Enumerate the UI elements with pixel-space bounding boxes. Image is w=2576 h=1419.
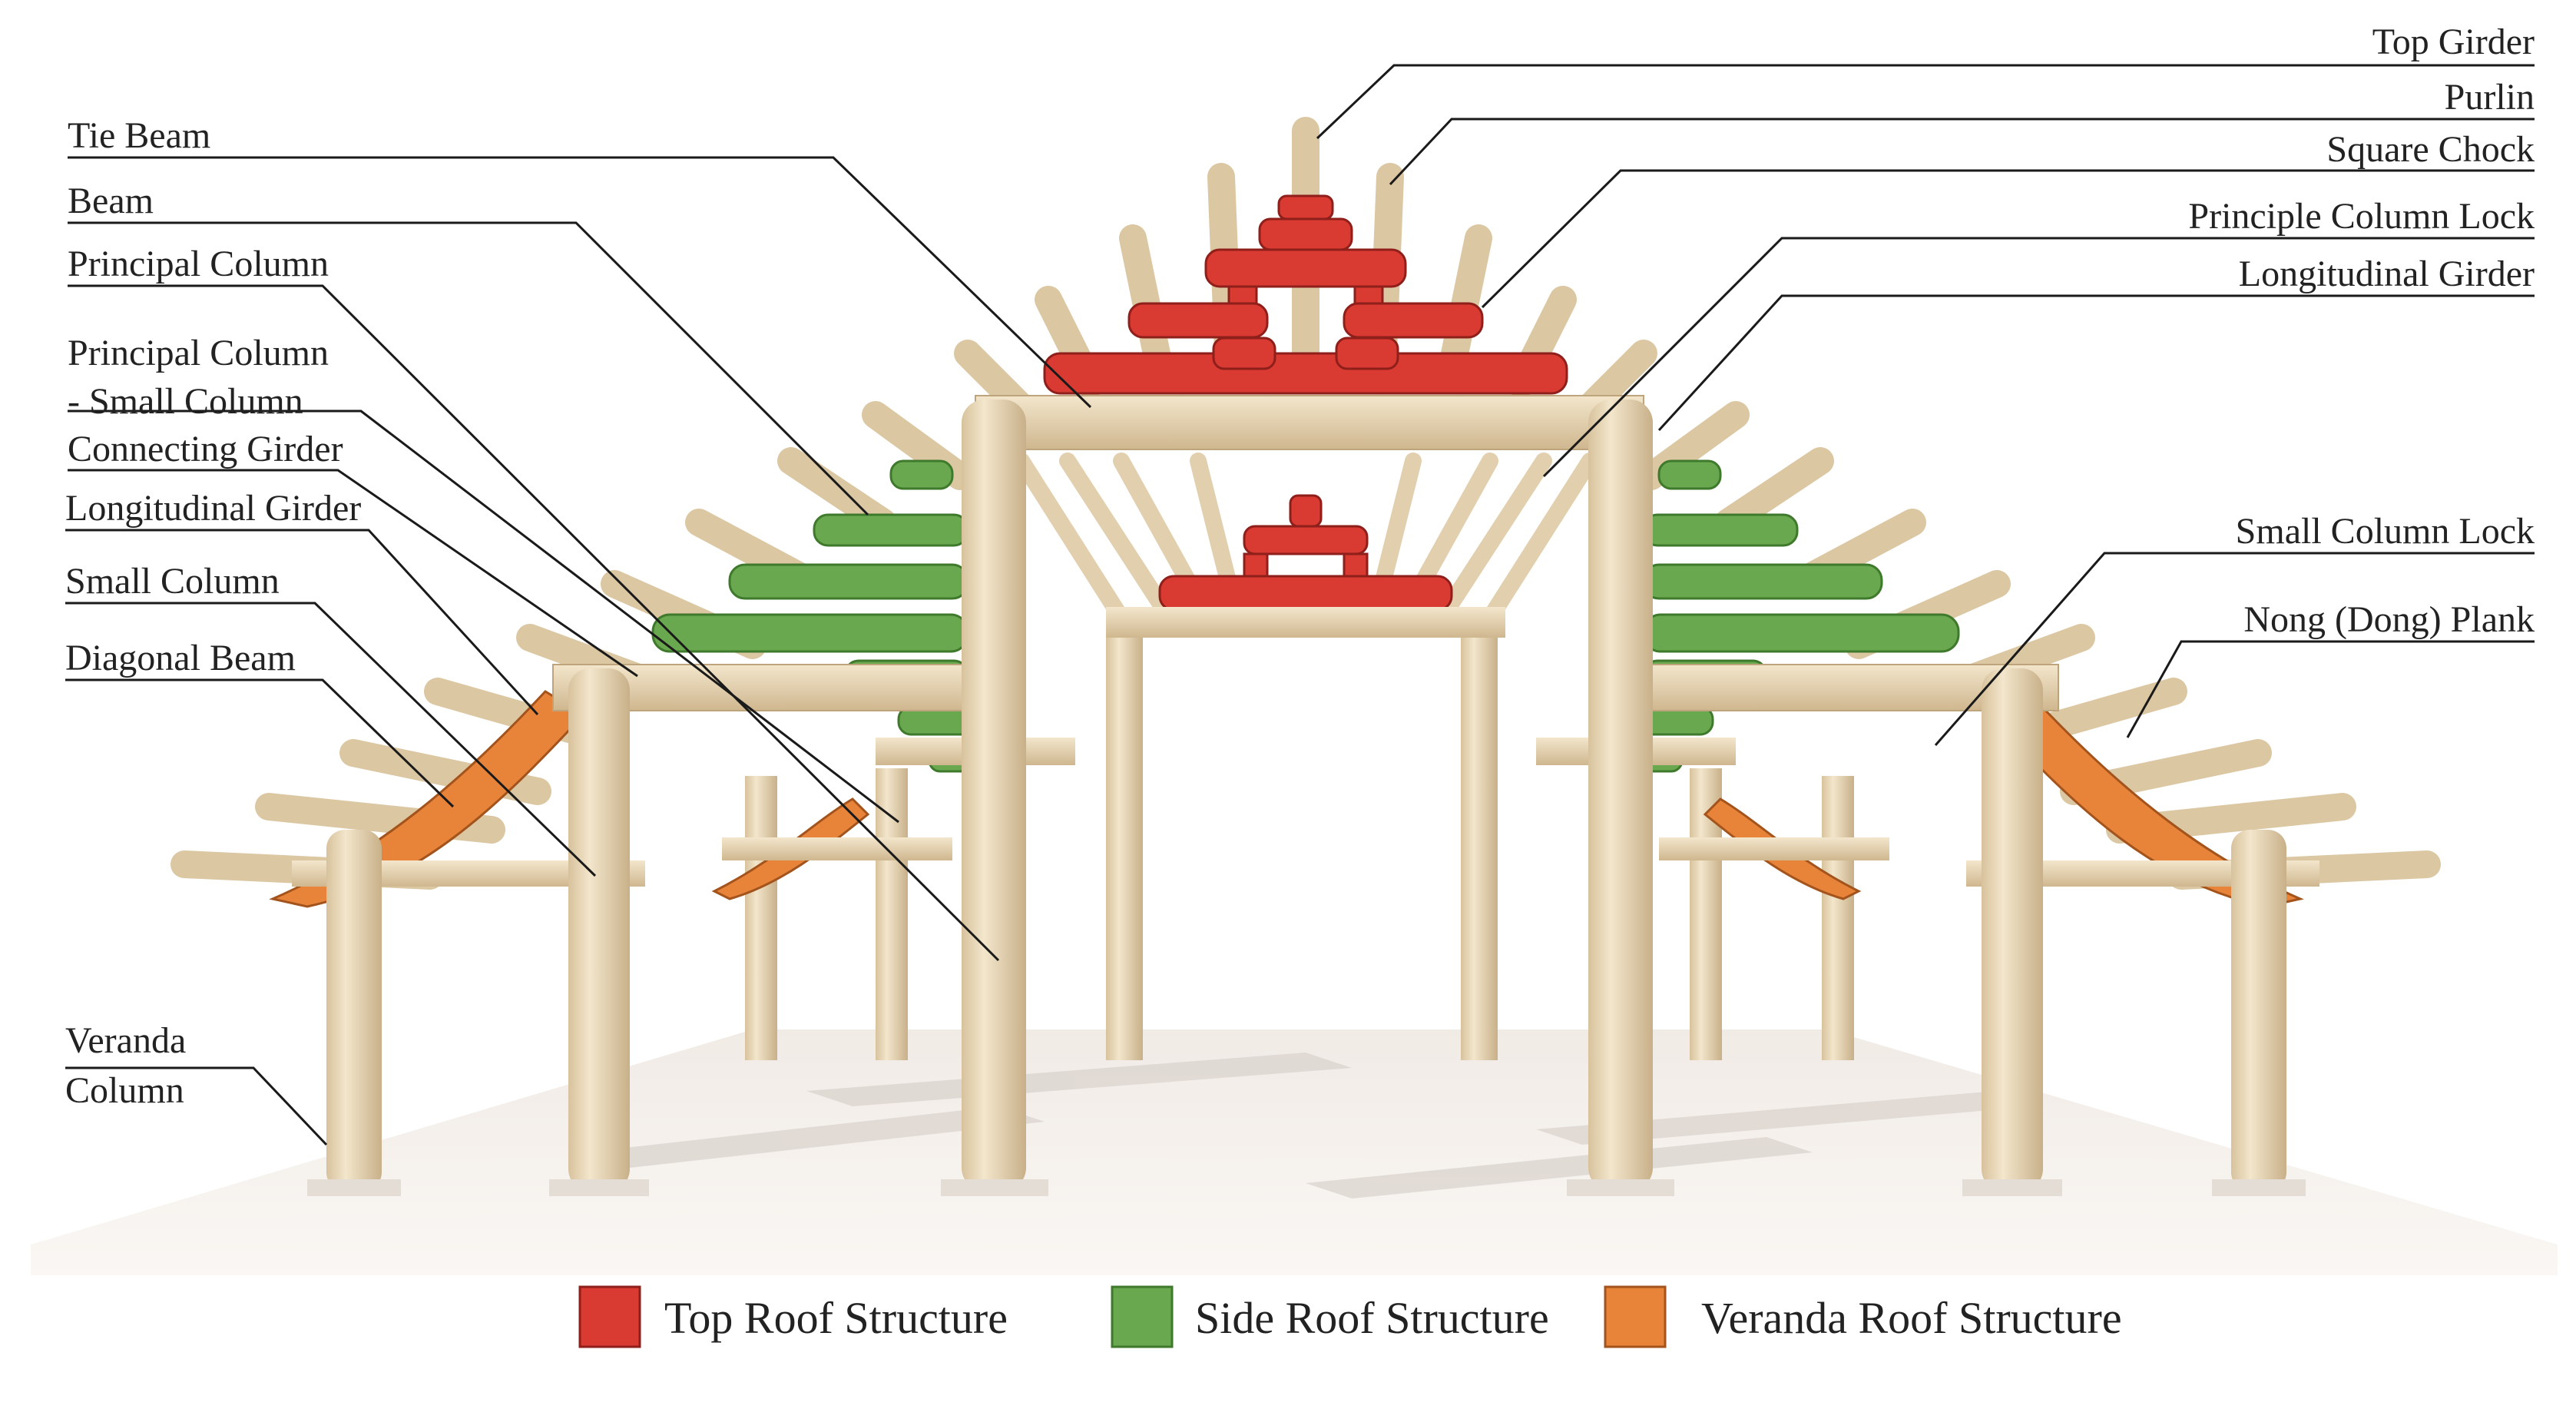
- label-purlin: Purlin: [2445, 77, 2535, 118]
- label-tie-beam: Tie Beam: [68, 115, 210, 156]
- column-base: [941, 1179, 1048, 1196]
- back-column: [876, 768, 908, 1060]
- legend-label-veranda-roof: Veranda Roof Structure: [1701, 1293, 2122, 1343]
- label-top-girder: Top Girder: [2372, 22, 2535, 62]
- small-column-right: [1982, 668, 2043, 1191]
- labels-right: Top Girder Purlin Square Chock Principle…: [2188, 22, 2535, 640]
- column-base: [1962, 1179, 2062, 1196]
- right-lower-girder: [1659, 837, 1889, 860]
- top-roof-structure: [1043, 194, 1568, 612]
- legend-swatch-top-roof: [578, 1285, 641, 1348]
- legend-label-top-roof: Top Roof Structure: [664, 1293, 1008, 1343]
- label-veranda-column-line2: Column: [65, 1070, 184, 1111]
- front-columns: [307, 400, 2306, 1196]
- floor-platform: [31, 1029, 2558, 1275]
- label-beam: Beam: [68, 181, 154, 221]
- label-longitudinal-girder-left: Longitudinal Girder: [65, 488, 361, 529]
- back-column: [1106, 630, 1143, 1060]
- label-principal-column: Principal Column: [68, 244, 329, 284]
- column-base: [1567, 1179, 1674, 1196]
- label-connecting-girder: Connecting Girder: [68, 429, 343, 469]
- back-columns: [745, 630, 1854, 1060]
- side-roof-left: [651, 459, 985, 773]
- label-principal-column-small-column-line2: - Small Column: [68, 381, 303, 422]
- left-lower-girder: [722, 837, 952, 860]
- legend-swatch-side-roof: [1111, 1285, 1174, 1348]
- label-principle-column-lock: Principle Column Lock: [2188, 196, 2535, 237]
- principal-column-left: [962, 400, 1026, 1191]
- back-column: [745, 776, 777, 1060]
- labels-left: Tie Beam Beam Principal Column Principal…: [65, 115, 361, 1111]
- leader-lines: [65, 64, 2535, 1146]
- veranda-column-left: [326, 830, 382, 1191]
- back-column: [1461, 630, 1498, 1060]
- label-longitudinal-girder-right: Longitudinal Girder: [2239, 254, 2535, 294]
- label-small-column-lock: Small Column Lock: [2236, 511, 2535, 552]
- label-diagonal-beam: Diagonal Beam: [65, 638, 296, 678]
- floor-shadows: [584, 1053, 2035, 1199]
- small-column-left: [568, 668, 630, 1191]
- side-roof-right: [1627, 459, 1960, 773]
- legend: Top Roof Structure Side Roof Structure V…: [578, 1285, 2122, 1348]
- column-base: [549, 1179, 649, 1196]
- legend-label-side-roof: Side Roof Structure: [1195, 1293, 1549, 1343]
- tie-beam: [975, 395, 1644, 450]
- lower-tie-beam: [1106, 607, 1505, 638]
- column-base: [307, 1179, 401, 1196]
- label-nong-dong-plank: Nong (Dong) Plank: [2243, 599, 2535, 640]
- label-small-column: Small Column: [65, 561, 280, 602]
- back-column: [1822, 776, 1854, 1060]
- principal-column-right: [1588, 400, 1653, 1191]
- label-principal-column-small-column-line1: Principal Column: [68, 333, 329, 373]
- veranda-column-right: [2231, 830, 2286, 1191]
- column-base: [2212, 1179, 2306, 1196]
- legend-swatch-veranda-roof: [1604, 1285, 1667, 1348]
- label-square-chock: Square Chock: [2326, 129, 2535, 170]
- label-veranda-column-line1: Veranda: [65, 1020, 186, 1061]
